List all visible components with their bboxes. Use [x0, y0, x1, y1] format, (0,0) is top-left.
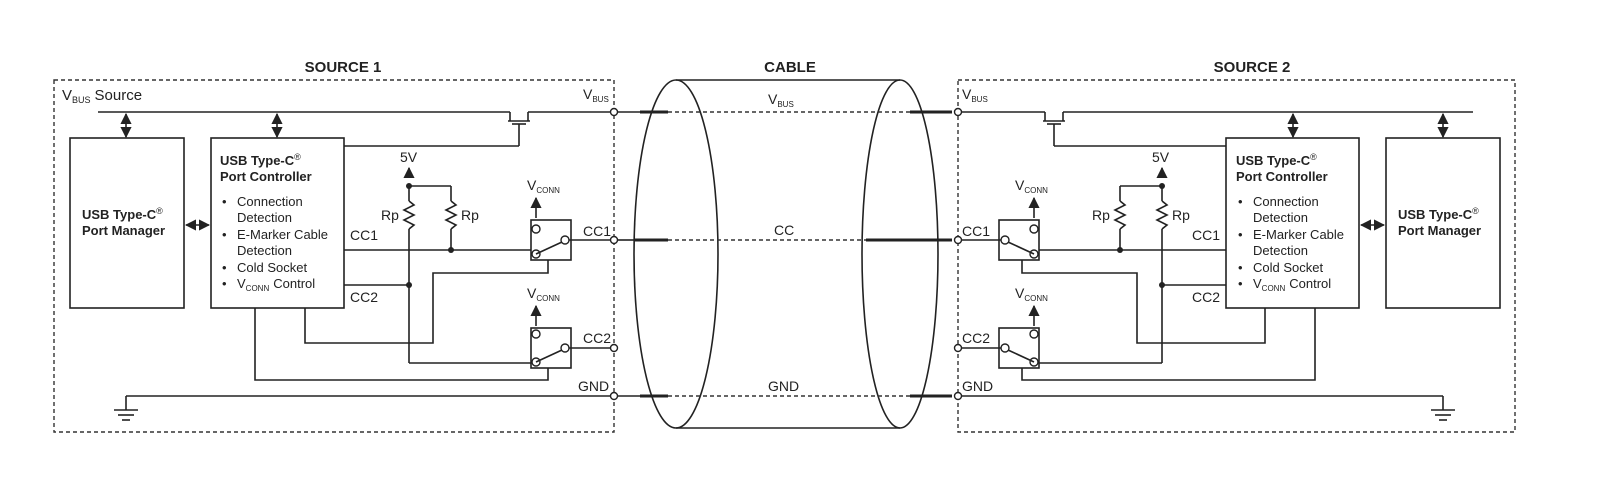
vconn-s1-sw2-sub: CONN [536, 294, 560, 303]
vbus-source-word: Source [95, 87, 143, 104]
pc-s1-item-4: Detection [237, 243, 292, 258]
vconn-s1-sw1-sub: CONN [536, 186, 560, 195]
five-v-label-s2: 5V [1152, 149, 1170, 165]
rp-right-s1: Rp [461, 207, 479, 223]
vconn-s1-sw1-v: V [527, 177, 537, 193]
pc-s2-item-1: Connection [1253, 194, 1319, 209]
pc-s2-bullet-1: • [1238, 194, 1243, 209]
gnd-label-cable: GND [768, 378, 799, 394]
vbus-label-s2-sub: BUS [971, 95, 987, 104]
cc1-label-s1: CC1 [583, 223, 611, 239]
pc-s1-item-1: Connection [237, 194, 303, 209]
gnd-label-s2: GND [962, 378, 993, 394]
pc-s1-vconn-v: V [237, 276, 246, 291]
cc1-label-s2-pc: CC1 [1192, 227, 1220, 243]
svg-text:USB Type-C®: USB Type-C® [1398, 206, 1479, 222]
vbus-label-s2: V [962, 86, 972, 102]
svg-text:USB Type-C®: USB Type-C® [1236, 152, 1317, 168]
pc-s2-bullet-4: • [1238, 276, 1243, 291]
rp-left-s2: Rp [1092, 207, 1110, 223]
pc-s2-vconn-v: V [1253, 276, 1262, 291]
pc-s1-bullet-1: • [222, 194, 227, 209]
pc-s1-vconn-sub: CONN [246, 284, 270, 293]
gnd-label-s1: GND [578, 378, 609, 394]
port-manager-box-s2 [1385, 137, 1501, 309]
vbus-label-cable-sub: BUS [777, 100, 793, 109]
cable-title: CABLE [764, 59, 816, 76]
port-controller-s2-reg: ® [1310, 152, 1317, 162]
port-manager-s1-title1: USB Type-C [82, 207, 157, 222]
rp-left-s1: Rp [381, 207, 399, 223]
pc-s1-bullet-3: • [222, 260, 227, 275]
svg-text:VCONN: VCONN [527, 177, 560, 195]
svg-text:VCONN: VCONN [1015, 285, 1048, 303]
cc2-label-s2-pc: CC2 [1192, 289, 1220, 305]
svg-text:VBUS: VBUS [768, 91, 794, 109]
cc-label-cable: CC [774, 222, 794, 238]
pc-s2-item-2: Detection [1253, 210, 1308, 225]
port-controller-s2-title2: Port Controller [1236, 169, 1328, 184]
vconn-s2-sw2-sub: CONN [1024, 294, 1048, 303]
svg-text:VCONN: VCONN [1015, 177, 1048, 195]
cable-section: VBUS CC GND [618, 79, 952, 429]
source2-panel: VBUS USB Type-C® Port Controller • Conne… [953, 79, 1516, 433]
port-manager-s2-title1: USB Type-C [1398, 207, 1473, 222]
source2-title: SOURCE 2 [1214, 59, 1291, 76]
source1-border [53, 79, 615, 433]
port-manager-s2-reg: ® [1472, 206, 1479, 216]
rp-right-s2: Rp [1172, 207, 1190, 223]
port-manager-s1-reg: ® [156, 206, 163, 216]
cc1-label-s2: CC1 [962, 223, 990, 239]
cc2-label-s1: CC2 [583, 330, 611, 346]
source2-border [957, 79, 1516, 433]
port-controller-s2-title1: USB Type-C [1236, 153, 1311, 168]
pc-s1-control: Control [273, 276, 315, 291]
vbus-label-cable: V [768, 91, 778, 107]
source1-title: SOURCE 1 [305, 59, 382, 76]
svg-text:VBUS: VBUS [962, 86, 988, 104]
port-manager-box-s1 [69, 137, 185, 309]
vbus-label-s1: V [583, 86, 593, 102]
pc-s2-control: Control [1289, 276, 1331, 291]
pc-s2-vconn-sub: CONN [1262, 284, 1286, 293]
pc-s2-item-5: Cold Socket [1253, 260, 1323, 275]
cc2-label-s2: CC2 [962, 330, 990, 346]
five-v-label-s1: 5V [400, 149, 418, 165]
cc1-label-s1-pc: CC1 [350, 227, 378, 243]
vbus-source-v: V [62, 87, 72, 104]
vbus-label-s1-sub: BUS [592, 95, 608, 104]
pc-s1-item-5: Cold Socket [237, 260, 307, 275]
vconn-s2-sw1-sub: CONN [1024, 186, 1048, 195]
svg-text:VCONN: VCONN [527, 285, 560, 303]
svg-text:USB Type-C®: USB Type-C® [220, 152, 301, 168]
port-controller-box-s1 [210, 137, 345, 309]
vconn-s1-sw2-v: V [527, 285, 537, 301]
pc-s1-item-3: E-Marker Cable [237, 227, 328, 242]
port-controller-s1-title1: USB Type-C [220, 153, 295, 168]
svg-text:USB Type-C®: USB Type-C® [82, 206, 163, 222]
pc-s2-item-4: Detection [1253, 243, 1308, 258]
pc-s2-item-3: E-Marker Cable [1253, 227, 1344, 242]
port-manager-s2-title2: Port Manager [1398, 223, 1481, 238]
port-controller-s1-title2: Port Controller [220, 169, 312, 184]
port-manager-s1-title2: Port Manager [82, 223, 165, 238]
port-controller-box-s2 [1225, 137, 1360, 309]
vconn-s2-sw2-v: V [1015, 285, 1025, 301]
port-controller-s1-reg: ® [294, 152, 301, 162]
pc-s1-bullet-2: • [222, 227, 227, 242]
pc-s2-bullet-3: • [1238, 260, 1243, 275]
vbus-source-sub: BUS [72, 95, 91, 105]
pc-s2-bullet-2: • [1238, 227, 1243, 242]
svg-text:VBUS: VBUS [583, 86, 609, 104]
cc2-label-s1-pc: CC2 [350, 289, 378, 305]
vconn-s2-sw1-v: V [1015, 177, 1025, 193]
pc-s1-bullet-4: • [222, 276, 227, 291]
pc-s1-item-2: Detection [237, 210, 292, 225]
